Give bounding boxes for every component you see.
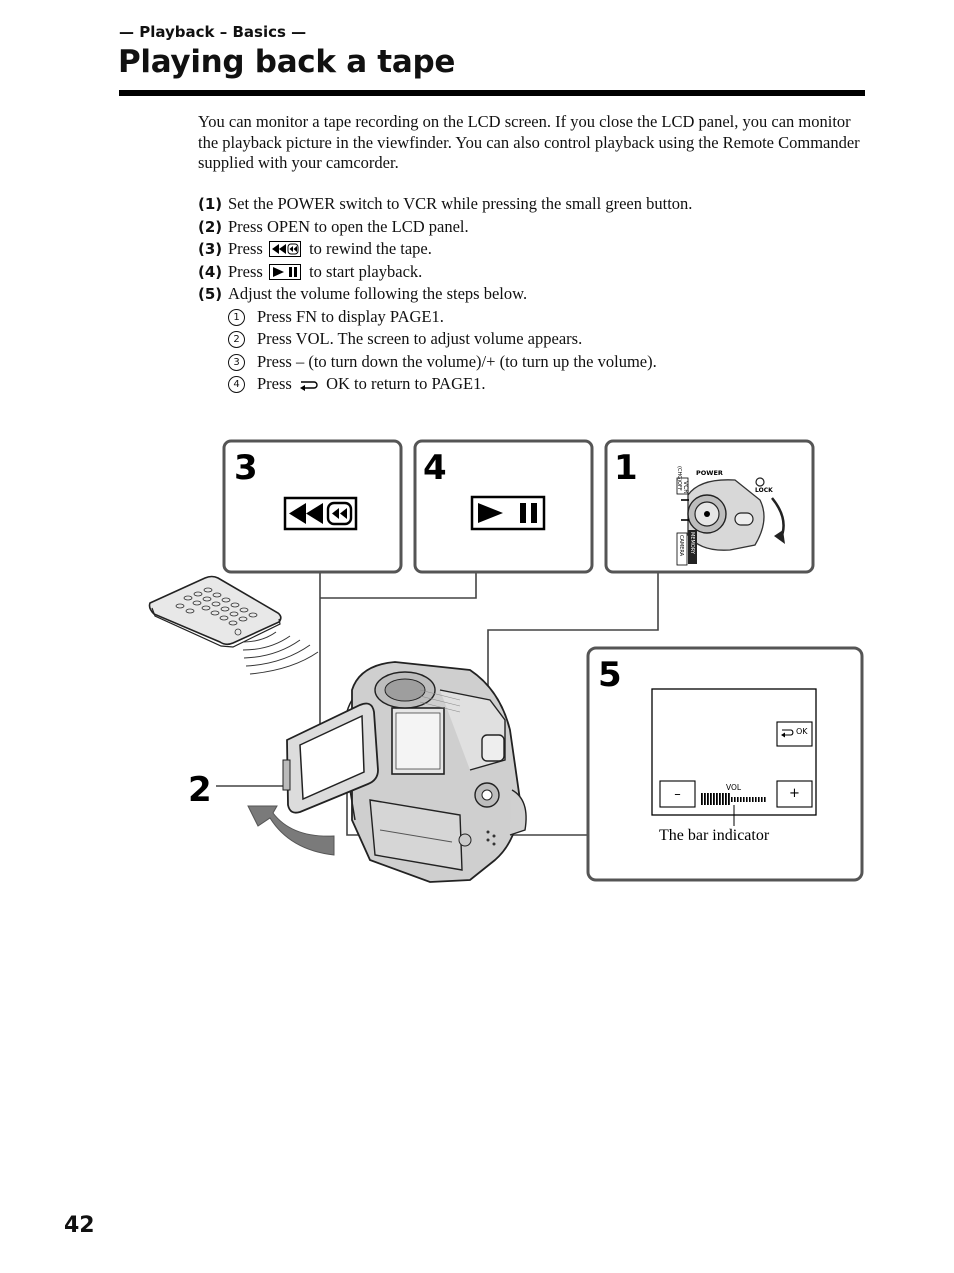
volume-bar-empty: [749, 797, 751, 802]
step-text: Press OPEN to open the LCD panel.: [228, 217, 469, 236]
power-dial: [681, 477, 785, 551]
page-title: Playing back a tape: [118, 44, 456, 80]
panel-number-4: 4: [423, 448, 447, 488]
panel-number-5: 5: [598, 655, 622, 695]
panel-number-3: 3: [234, 448, 258, 488]
volume-bar-empty: [734, 797, 736, 802]
title-rule: [119, 90, 865, 96]
ok-label: OK: [796, 727, 808, 736]
section-header: — Playback – Basics —: [119, 23, 307, 41]
power-label: POWER: [696, 469, 723, 477]
lcd-panel-open: [282, 702, 379, 814]
volume-up-button: +: [776, 780, 813, 808]
volume-bar-empty: [752, 797, 754, 802]
volume-bar-empty: [755, 797, 757, 802]
vol-label: VOL: [726, 783, 742, 792]
substep-text: Press – (to turn down the volume)/+ (to …: [257, 352, 657, 371]
volume-bar-empty: [740, 797, 742, 802]
step-1: (1) Set the POWER switch to VCR while pre…: [198, 193, 692, 215]
volume-bar-filled: [704, 793, 706, 805]
rewind-icon: [268, 241, 301, 257]
step-5: (5) Adjust the volume following the steps…: [198, 283, 527, 305]
step-3: (3) Press to rewind the tape.: [198, 238, 432, 260]
substep-3: 3 Press – (to turn down the volume)/+ (to…: [228, 351, 657, 373]
volume-bar-empty: [758, 797, 760, 802]
substep-text: Press VOL. The screen to adjust volume a…: [257, 329, 583, 348]
vcr-label: VCR: [682, 481, 689, 493]
step-text: Adjust the volume following the steps be…: [228, 284, 528, 303]
volume-bar-filled: [701, 793, 703, 805]
play-pause-button-icon: [470, 495, 546, 531]
substep-number: 3: [228, 354, 245, 371]
volume-bar-filled: [710, 793, 712, 805]
plus-label: +: [789, 786, 800, 801]
step-number: (1): [198, 195, 223, 213]
volume-bar-empty: [737, 797, 739, 802]
volume-bar-filled: [725, 793, 727, 805]
callout-number-2: 2: [188, 770, 212, 810]
substep-text: Press FN to display PAGE1.: [257, 307, 444, 326]
substep-text-after: OK to return to PAGE1.: [326, 374, 486, 393]
minus-label: –: [674, 787, 681, 802]
camcorder: [342, 661, 527, 883]
volume-bar-filled: [722, 793, 724, 805]
volume-bar-indicator: [701, 793, 766, 805]
step-number: (2): [198, 218, 223, 236]
step-number: (5): [198, 285, 223, 303]
step-number: (3): [198, 240, 223, 258]
chg-off-label: (CHG)OFF: [676, 466, 682, 491]
step-text-before: Press: [228, 262, 263, 281]
panel-volume: 5 OK – + VOL The bar indicator: [586, 646, 864, 882]
substep-number: 4: [228, 376, 245, 393]
panel-rewind: 3: [222, 439, 403, 574]
substep-number: 1: [228, 309, 245, 326]
camera-label: CAMERA: [678, 535, 684, 557]
panel-number-1: 1: [614, 448, 638, 488]
return-icon: [299, 381, 318, 391]
substep-2: 2 Press VOL. The screen to adjust volume …: [228, 328, 582, 350]
step-number: (4): [198, 263, 223, 281]
play-pause-icon: [268, 264, 301, 280]
volume-bar-filled: [728, 793, 730, 805]
volume-down-button: –: [659, 780, 696, 808]
lock-label: LOCK: [755, 487, 773, 494]
ok-button: OK: [776, 721, 813, 747]
intro-paragraph: You can monitor a tape recording on the …: [198, 112, 860, 172]
volume-bar-filled: [716, 793, 718, 805]
step-text: Set the POWER switch to VCR while pressi…: [228, 194, 693, 213]
open-direction-arrow: [247, 805, 335, 856]
memory-label: MEMORY: [689, 532, 695, 555]
step-4: (4) Press to start playback.: [198, 261, 422, 283]
rewind-button-icon: [283, 496, 358, 531]
volume-bar-empty: [761, 797, 763, 802]
volume-bar-empty: [743, 797, 745, 802]
remote-commander: [148, 575, 319, 675]
step-2: (2) Press OPEN to open the LCD panel.: [198, 216, 469, 238]
volume-bar-filled: [707, 793, 709, 805]
volume-bar-empty: [764, 797, 766, 802]
bar-indicator-caption: The bar indicator: [659, 827, 770, 844]
substep-number: 2: [228, 331, 245, 348]
substep-4: 4 Press OK to return to PAGE1.: [228, 373, 485, 395]
volume-bar-empty: [731, 797, 733, 802]
panel-power-switch: 1 POWER LOCK VCR (CHG)OFF MEMORY CAMERA: [604, 439, 815, 574]
step-text-after: to start playback.: [309, 262, 423, 281]
page-number: 42: [64, 1213, 95, 1238]
substep-text-before: Press: [257, 374, 292, 393]
step-text-after: to rewind the tape.: [309, 239, 432, 258]
panel-play: 4: [413, 439, 594, 574]
step-text-before: Press: [228, 239, 263, 258]
volume-bar-filled: [713, 793, 715, 805]
substep-1: 1 Press FN to display PAGE1.: [228, 306, 444, 328]
volume-bar-filled: [719, 793, 721, 805]
volume-bar-empty: [746, 797, 748, 802]
